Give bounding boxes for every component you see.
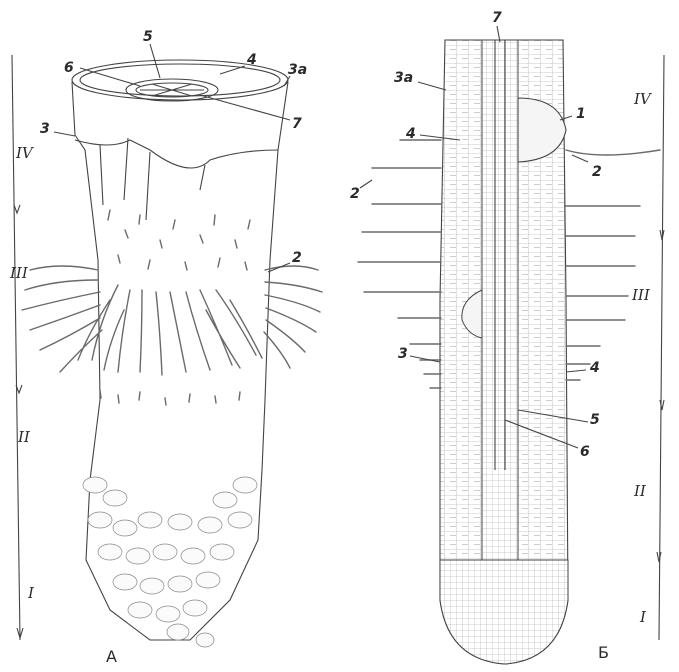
panel-a-zone-iv: IV (15, 144, 35, 162)
panel-a-zone-ii: II (17, 428, 31, 446)
panel-b-arrow-mark (657, 552, 661, 562)
panel-a-label-5: 5 (143, 29, 153, 45)
panel-a-label-6: 6 (64, 60, 74, 76)
root-cap-cells (83, 477, 257, 647)
panel-b-label-3a: 3а (394, 70, 413, 86)
panel-a-leaders (54, 44, 290, 272)
panel-a-label-3: 3 (40, 121, 50, 137)
panel-a-zone-iii: III (9, 264, 29, 282)
root-hair-mass (22, 266, 322, 405)
panel-b-label-1: 1 (576, 106, 586, 122)
panel-a-root-drawing (12, 44, 322, 647)
panel-a-label-4: 4 (246, 52, 257, 68)
panel-b-label-6: 6 (580, 444, 590, 460)
panel-b-zone-ii: II (633, 482, 647, 500)
panel-b-root-drawing (358, 26, 664, 664)
panel-b-zone-iii: III (631, 286, 651, 304)
panel-b-label-3: 3 (398, 346, 408, 362)
epidermis-strips (100, 138, 205, 220)
cylinder-inner-ellipse (80, 64, 280, 96)
panel-a-label-3a: 3а (288, 62, 307, 78)
panel-a-letter: А (106, 647, 117, 666)
panel-a-zone-axis (12, 55, 20, 640)
panel-b-label-2-right: 2 (592, 164, 602, 180)
root-cap-region (440, 560, 568, 664)
panel-b-label-7: 7 (492, 10, 502, 26)
panel-b-label-4-top: 4 (405, 126, 416, 142)
panel-b-label-5: 5 (590, 412, 600, 428)
panel-b-root-hairs-right (566, 150, 660, 380)
panel-a-label-2: 2 (292, 250, 302, 266)
hair-stubs (108, 210, 250, 270)
torn-epidermis (75, 140, 278, 168)
panel-a-zone-i: I (27, 584, 35, 602)
panel-a-arrow-mark (14, 205, 20, 213)
panel-b-letter: Б (598, 643, 609, 662)
central-cylinder (482, 40, 518, 560)
panel-b-zone-iv: IV (633, 90, 653, 108)
panel-b-label-2-left: 2 (350, 186, 360, 202)
panel-b-zone-i: I (639, 608, 647, 626)
panel-b-label-4-lower: 4 (589, 360, 600, 376)
panel-a-label-7: 7 (292, 116, 302, 132)
